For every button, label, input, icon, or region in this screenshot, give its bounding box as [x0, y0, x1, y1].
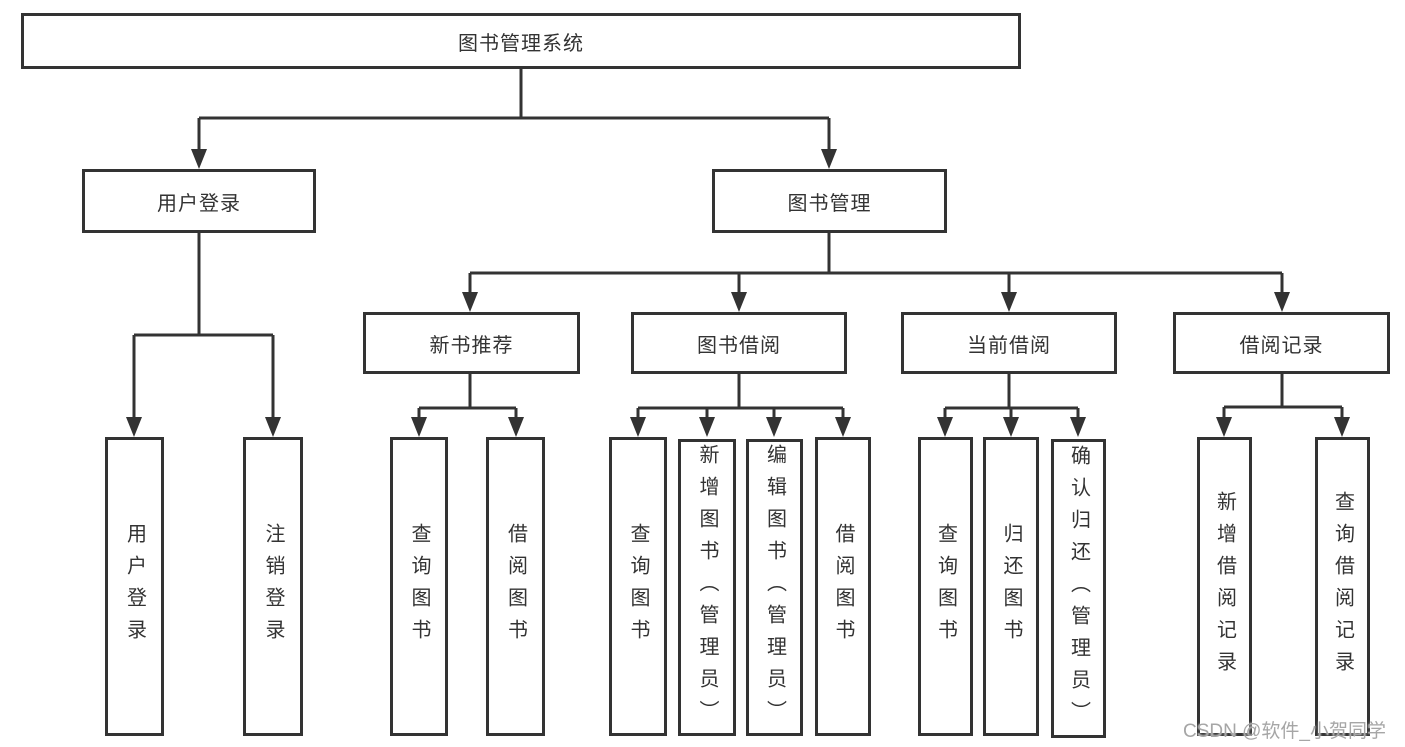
node-user-login-label: 用户登录	[157, 192, 241, 215]
leaf-recommend-borrow-book: 借阅图书	[486, 437, 545, 736]
node-book-borrow-label: 图书借阅	[697, 334, 781, 357]
node-book-management: 图书管理	[712, 169, 947, 233]
leaf-borrow-query-book-label: 查询图书	[627, 522, 649, 651]
leaf-logout-label: 注销登录	[262, 522, 284, 651]
node-root-label: 图书管理系统	[458, 32, 584, 55]
leaf-add-book-admin: 新增图书（管理员）	[678, 439, 736, 736]
leaf-confirm-return-admin-label: 确认归还（管理员）	[1067, 444, 1090, 733]
leaf-recommend-query-book-label: 查询图书	[408, 522, 430, 651]
node-book-management-label: 图书管理	[787, 192, 872, 215]
leaf-add-borrow-record: 新增借阅记录	[1197, 437, 1252, 736]
node-user-login: 用户登录	[82, 169, 316, 233]
node-borrow-record-label: 借阅记录	[1239, 334, 1324, 357]
node-book-borrow: 图书借阅	[631, 312, 847, 374]
leaf-query-borrow-record-label: 查询借阅记录	[1331, 490, 1354, 683]
leaf-logout: 注销登录	[243, 437, 303, 736]
leaf-borrow-book-label: 借阅图书	[832, 522, 854, 651]
leaf-current-query-book: 查询图书	[918, 437, 973, 736]
leaf-borrow-book: 借阅图书	[815, 437, 871, 736]
node-root: 图书管理系统	[21, 13, 1021, 69]
node-new-book-recommend: 新书推荐	[363, 312, 580, 374]
leaf-edit-book-admin-label: 编辑图书（管理员）	[763, 443, 786, 732]
leaf-borrow-query-book: 查询图书	[609, 437, 667, 736]
leaf-return-book: 归还图书	[983, 437, 1039, 736]
node-current-borrow: 当前借阅	[901, 312, 1117, 374]
node-current-borrow-label: 当前借阅	[967, 334, 1051, 357]
leaf-user-login: 用户登录	[105, 437, 164, 736]
leaf-recommend-query-book: 查询图书	[390, 437, 448, 736]
leaf-confirm-return-admin: 确认归还（管理员）	[1051, 439, 1106, 738]
leaf-current-query-book-label: 查询图书	[934, 522, 957, 651]
node-borrow-record: 借阅记录	[1173, 312, 1390, 374]
leaf-query-borrow-record: 查询借阅记录	[1315, 437, 1370, 736]
leaf-recommend-borrow-book-label: 借阅图书	[504, 522, 527, 651]
leaf-edit-book-admin: 编辑图书（管理员）	[746, 439, 803, 736]
node-new-book-recommend-label: 新书推荐	[429, 334, 514, 357]
leaf-add-borrow-record-label: 新增借阅记录	[1213, 490, 1236, 683]
leaf-return-book-label: 归还图书	[1000, 522, 1022, 651]
csdn-watermark: CSDN @软件_小贺同学	[1183, 721, 1386, 742]
leaf-add-book-admin-label: 新增图书（管理员）	[696, 443, 718, 732]
leaf-user-login-label: 用户登录	[123, 522, 146, 651]
